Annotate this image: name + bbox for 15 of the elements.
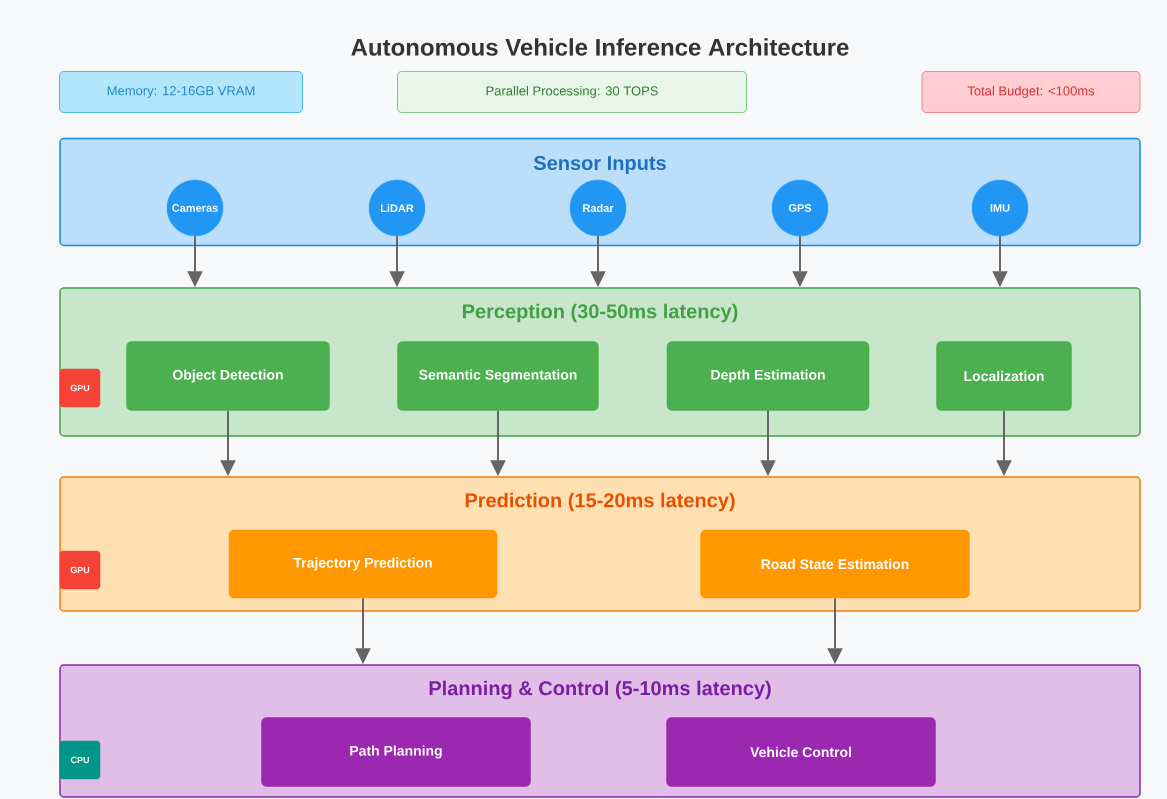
process-box: Depth Estimation xyxy=(666,341,870,411)
processor-badge: GPU xyxy=(59,368,101,408)
process-box: Semantic Segmentation xyxy=(397,341,599,411)
process-box: Object Detection xyxy=(126,341,330,411)
processor-badge: GPU xyxy=(59,550,101,590)
processor-badge: CPU xyxy=(59,740,101,780)
process-box: Path Planning xyxy=(261,717,531,787)
process-box: Road State Estimation xyxy=(700,529,970,599)
info-box: Total Budget: <100ms xyxy=(921,71,1141,113)
info-box: Parallel Processing: 30 TOPS xyxy=(397,71,747,113)
process-box: Vehicle Control xyxy=(666,717,936,787)
process-box: Trajectory Prediction xyxy=(228,529,498,599)
process-box: Localization xyxy=(936,341,1072,411)
diagram-title: Autonomous Vehicle Inference Architecture xyxy=(351,38,849,56)
info-box: Memory: 12-16GB VRAM xyxy=(59,71,303,113)
